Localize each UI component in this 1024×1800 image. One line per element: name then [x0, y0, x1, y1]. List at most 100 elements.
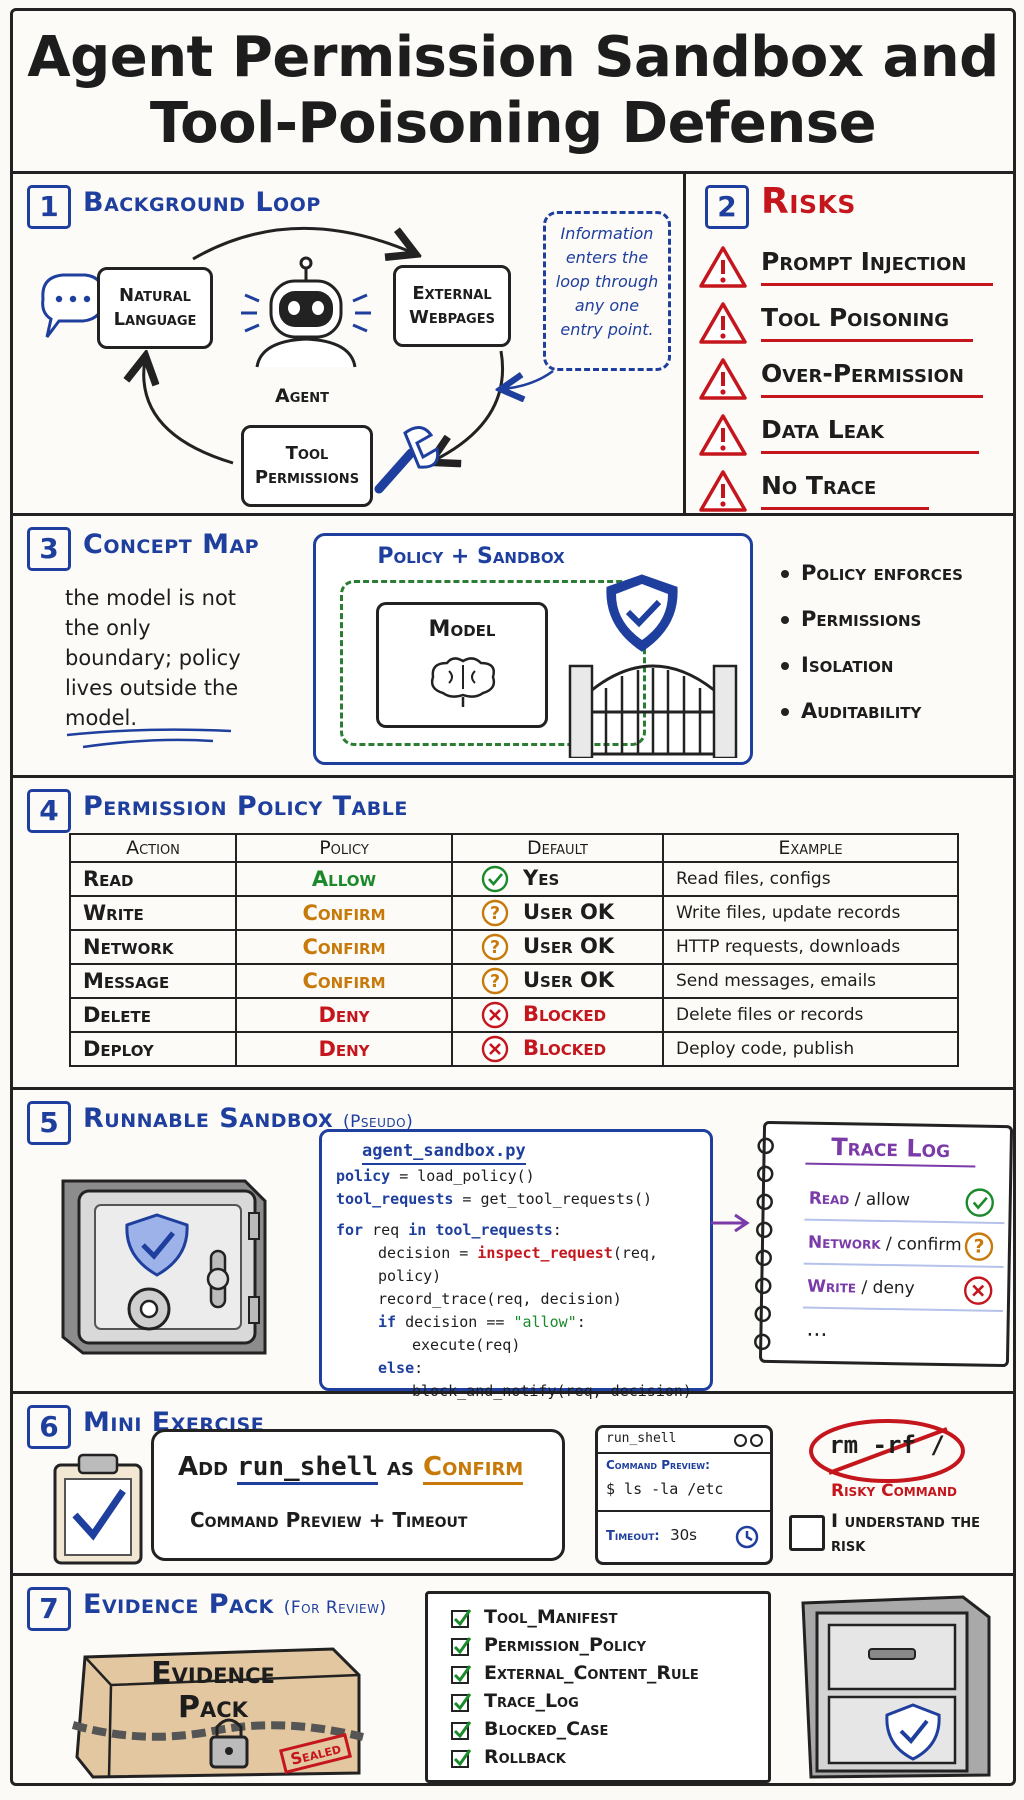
title-line-1: Agent Permission Sandbox and: [27, 25, 999, 90]
header-example: Example: [662, 833, 959, 863]
section-evidence: 7 Evidence Pack (For Review) Evidence Pa…: [13, 1573, 1013, 1783]
sandbox-boundary: [340, 580, 646, 746]
x-circle-icon: [481, 1035, 509, 1063]
brain-icon: [430, 657, 496, 707]
policy-sandbox-box: Policy + Sandbox Model: [313, 533, 753, 765]
policy-sandbox-title: Policy + Sandbox: [377, 544, 565, 569]
filing-cabinet-icon: [801, 1595, 991, 1779]
evidence-item: External_Content_Rule: [450, 1662, 699, 1685]
cell-policy: Confirm: [235, 929, 453, 965]
cell-example: Send messages, emails: [662, 963, 959, 999]
evidence-item-label: Tool_Manifest: [484, 1606, 618, 1628]
trace-result: / confirm: [880, 1233, 962, 1256]
section-number-3: 3: [27, 527, 71, 571]
trace-entry: Network / confirm?: [803, 1226, 1005, 1269]
checked-box-icon: [451, 1608, 472, 1628]
svg-text:?: ?: [490, 972, 500, 992]
title-line-2: Tool-Poisoning Defense: [149, 91, 877, 156]
cell-action: Message: [69, 963, 237, 999]
evidence-title-text: Evidence Pack: [83, 1589, 274, 1620]
cell-policy: Confirm: [235, 963, 453, 999]
loop-arrow-right: [433, 350, 505, 461]
timeout-row: Timeout: 30s: [606, 1526, 697, 1544]
header-action: Action: [69, 833, 237, 863]
check-circle-icon: [965, 1188, 994, 1217]
evidence-item-label: Rollback: [484, 1746, 566, 1768]
window-divider: [598, 1510, 770, 1512]
evidence-item: Tool_Manifest: [450, 1606, 618, 1629]
risk-label: Over-Permission: [761, 359, 964, 388]
cell-action: Deploy: [69, 1031, 237, 1067]
concept-bullet: Permissions: [781, 607, 921, 631]
trace-action: Read: [808, 1188, 850, 1210]
infographic-page: Agent Permission Sandbox and Tool-Poison…: [10, 8, 1016, 1786]
trace-result: / allow: [849, 1189, 911, 1211]
code-line-8: else:: [378, 1359, 424, 1377]
model-label: Model: [428, 617, 496, 642]
section-concept-map: 3 Concept Map the model is not the only …: [13, 513, 1013, 778]
cell-default: Yes: [451, 861, 664, 897]
svg-text:?: ?: [490, 904, 500, 924]
risk-underline: [761, 283, 993, 286]
evidence-item-label: Blocked_Case: [484, 1718, 609, 1740]
robot-agent-icon: [241, 256, 371, 368]
gate-icon: [568, 664, 738, 758]
locked-crate-icon: [71, 1647, 364, 1779]
cell-action: Write: [69, 895, 237, 931]
code-line-5: record_trace(req, decision): [378, 1290, 622, 1308]
checked-box-icon: [451, 1748, 472, 1768]
bullet-dot: [781, 662, 789, 670]
exercise-subline: Command Preview + Timeout: [190, 1508, 468, 1532]
exercise-main-line: Add run_shell as Confirm: [178, 1452, 524, 1485]
preview-label: Command Preview:: [606, 1458, 710, 1472]
cell-policy: Deny: [235, 997, 453, 1033]
trace-more: ...: [806, 1316, 828, 1342]
window-button-icon[interactable]: [734, 1434, 747, 1447]
sandbox-title-text: Runnable Sandbox: [83, 1103, 334, 1134]
window-close-icon[interactable]: [750, 1434, 763, 1447]
risk-label: Prompt Injection: [761, 247, 967, 276]
checked-box-icon: [451, 1720, 472, 1740]
safe-vault-icon: [61, 1179, 267, 1355]
risk-label: No Trace: [761, 471, 877, 500]
risk-label: Data Leak: [761, 415, 884, 444]
section-number-7: 7: [27, 1587, 71, 1631]
cell-default: ?User OK: [451, 895, 664, 931]
section-number-6: 6: [27, 1405, 71, 1449]
code-line-6: if decision == "allow":: [378, 1313, 586, 1331]
risky-command-label: Risky Command: [831, 1481, 957, 1501]
checked-box-icon: [451, 1636, 472, 1656]
table-header-row: Action Policy Default Example: [69, 833, 959, 863]
checked-box-icon: [451, 1664, 472, 1684]
node-external-webpages: External Webpages: [393, 265, 511, 347]
model-box: Model: [376, 602, 548, 728]
trace-action: Write: [807, 1276, 857, 1298]
cell-default: Blocked: [451, 1031, 664, 1067]
trace-entry: Write / deny: [802, 1270, 1004, 1313]
x-circle-icon: [964, 1276, 993, 1305]
section-background-risks: 1 Background Loop: [13, 171, 1013, 516]
risk-acknowledge-checkbox[interactable]: [789, 1515, 825, 1551]
section-divider: [683, 171, 686, 513]
section-exercise: 6 Mini Exercise Add run_shell as Confirm…: [13, 1391, 1013, 1576]
section-title-evidence: Evidence Pack (For Review): [83, 1589, 387, 1620]
code-line-7: execute(req): [412, 1336, 521, 1354]
warning-icon: [699, 358, 747, 400]
warning-icon: [699, 302, 747, 344]
code-filename: agent_sandbox.py: [362, 1140, 526, 1165]
code-line-3: for req in tool_requests:: [336, 1221, 562, 1239]
cell-action: Network: [69, 929, 237, 965]
loop-diagram: [41, 227, 554, 494]
loop-arrow-top: [192, 227, 413, 259]
risk-underline: [761, 339, 973, 342]
section-number-4: 4: [27, 789, 71, 833]
evidence-item: Rollback: [450, 1746, 566, 1769]
evidence-item-label: Permission_Policy: [484, 1634, 647, 1656]
chat-bubble-icon: [41, 273, 105, 338]
risk-underline: [761, 395, 983, 398]
evidence-title-note: (For Review): [283, 1598, 387, 1618]
cell-action: Delete: [69, 997, 237, 1033]
section-title-background-loop: Background Loop: [83, 187, 321, 218]
